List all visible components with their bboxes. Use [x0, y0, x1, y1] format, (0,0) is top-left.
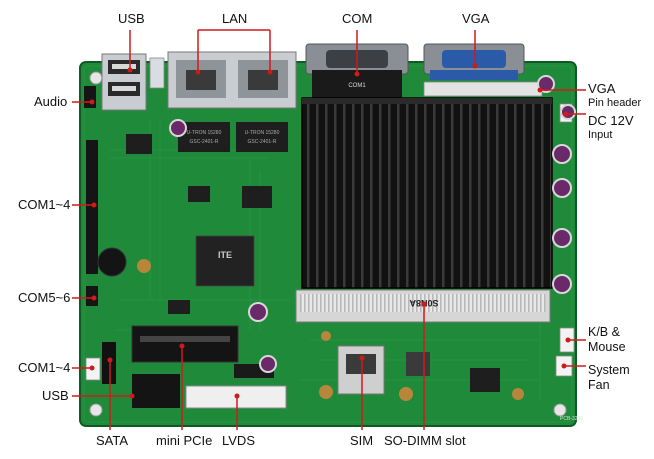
label-system-fan-line2: Fan [588, 378, 610, 392]
com1-4-header [86, 140, 98, 274]
cpu-heatsink [301, 97, 553, 289]
label-dc-12v-line2: Input [588, 129, 613, 141]
usb-pin-headers [132, 374, 180, 408]
lan-chip-label: GSC-2401-R [248, 139, 277, 145]
label-lvds: LVDS [222, 433, 255, 448]
label-dc-12v-line1: DC 12V [588, 113, 634, 128]
sata-connector [102, 342, 116, 384]
usb-top-connector [101, 53, 147, 111]
left-pin-headers [84, 86, 116, 384]
rj45-label-block [149, 57, 165, 89]
label-kb-mouse-line1: K/B & [588, 325, 620, 339]
label-mini-pcie: mini PCIe [156, 433, 213, 448]
label-lan: LAN [222, 11, 248, 26]
label-sim: SIM [350, 433, 374, 448]
lan-connectors [167, 51, 297, 109]
label-vga-top: VGA [462, 11, 490, 26]
buzzer [97, 247, 127, 277]
mini-pcie-slot-connector [131, 325, 239, 363]
vga-db15-connector [423, 43, 525, 80]
lan-controller-chips: U-TRON 15280 GSC-2401-R U-TRON 15280 GSC… [178, 122, 288, 152]
label-vga-pin-header-line1: VGA [588, 81, 616, 96]
label-usb-left: USB [42, 388, 69, 403]
gold-pads [319, 331, 524, 401]
label-com5-6: COM5~6 [18, 290, 71, 305]
mounting-hole [553, 403, 567, 417]
audio-header [84, 86, 96, 108]
ite-chip-silkscreen: ITE [218, 250, 232, 260]
com-port-silkscreen: COM1 [348, 83, 366, 89]
label-kb-mouse-line2: Mouse [588, 340, 626, 354]
label-com-top: COM [342, 11, 373, 26]
lan-chip-label: GSC-2401-R [190, 139, 219, 145]
sim-card-slot [337, 345, 385, 395]
small-ics [126, 134, 500, 392]
label-system-fan-line1: System [588, 363, 630, 377]
label-audio: Audio [34, 94, 68, 109]
label-usb-top: USB [118, 11, 145, 26]
label-sata: SATA [96, 433, 129, 448]
label-sodimm: SO-DIMM slot [384, 433, 466, 448]
mounting-hole [89, 71, 103, 85]
leader-lan [197, 29, 271, 72]
battery-contact [137, 259, 151, 273]
leader-lines [72, 29, 586, 430]
super-io-chip: ITE [195, 235, 255, 287]
pcb-code-silkscreen: PCB-3290 [560, 416, 583, 422]
mounting-hole [89, 403, 103, 417]
lan-chip-label: U-TRON 15280 [187, 130, 222, 136]
lan-chip-label: U-TRON 15280 [245, 130, 280, 136]
leader-dots [89, 63, 571, 399]
label-com1-4-upper: COM1~4 [18, 197, 71, 212]
label-com1-4-lower: COM1~4 [18, 360, 71, 375]
vga-pin-header-connector [423, 81, 543, 97]
label-vga-pin-header-line2: Pin header [588, 97, 642, 109]
com5-6-header [86, 286, 98, 306]
